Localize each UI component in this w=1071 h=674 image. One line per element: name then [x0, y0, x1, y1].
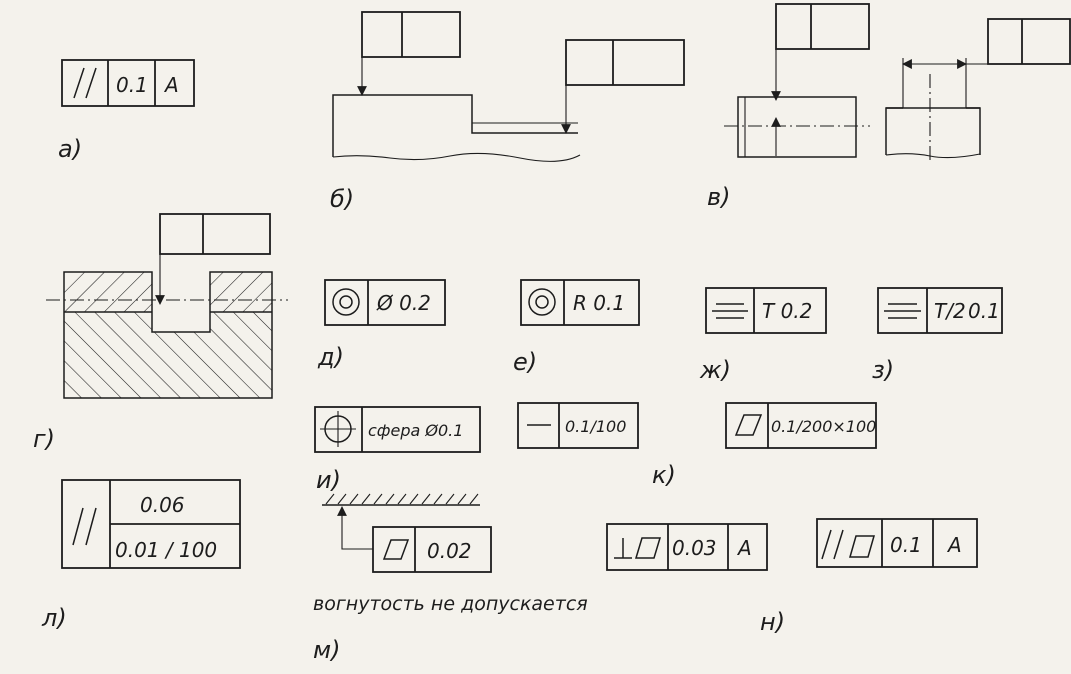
fig-zh: T 0.2 ж) [699, 287, 827, 384]
concentricity-icon [332, 288, 360, 316]
tolerance-frame-b2 [565, 39, 685, 86]
frame-d-value: Ø 0.2 [376, 291, 431, 315]
label-b: б) [330, 185, 354, 213]
fig-a: 0.1 A а) [58, 59, 195, 163]
fig-e: R 0.1 е) [513, 279, 640, 376]
frame-l-value-bottom: 0.01 / 100 [115, 538, 217, 562]
perpendicularity-icon [614, 538, 632, 559]
frame-m-value: 0.02 [427, 539, 472, 563]
label-n: н) [760, 608, 785, 636]
fig-n: 0.03 A 0.1 A н) [606, 518, 978, 636]
label-k: к) [652, 461, 676, 489]
label-v: в) [707, 183, 731, 211]
frame-i-value: сфера Ø0.1 [368, 421, 463, 440]
fig-l: 0.06 0.01 / 100 л) [41, 479, 241, 632]
tolerance-frame-e [520, 279, 640, 326]
tolerance-frame-d [324, 279, 446, 326]
label-zh: ж) [699, 356, 731, 384]
label-g: г) [33, 425, 55, 453]
fig-i: сфера Ø0.1 и) [314, 406, 481, 494]
label-e: е) [513, 348, 537, 376]
tolerance-frame-m [372, 526, 492, 573]
label-l: л) [41, 604, 67, 632]
fig-k: 0.1/100 0.1/200×100 к) [517, 402, 877, 489]
parallelism-icon [821, 529, 844, 560]
fig-z: T/2 0.1 з) [872, 287, 1003, 384]
frame-a-datum: A [163, 73, 179, 97]
label-d: д) [317, 343, 344, 371]
frame-n1-value: 0.03 [672, 536, 717, 560]
tolerance-frame-b1 [361, 11, 461, 58]
tolerance-frame-z [877, 287, 1003, 334]
label-i: и) [316, 466, 341, 494]
frame-n1-datum: A [736, 536, 752, 560]
concentricity-icon [528, 288, 556, 316]
frame-zh-value: T 0.2 [762, 299, 812, 323]
frame-n2-datum: A [946, 533, 962, 557]
tolerance-frame-n2 [816, 518, 978, 568]
flatness-icon [734, 414, 763, 436]
parallelism-icon [72, 507, 97, 546]
flatness-icon [382, 539, 410, 560]
tolerance-frame-v2 [987, 18, 1071, 65]
frame-z-prefix: T/2 [934, 299, 966, 323]
label-m: м) [313, 636, 340, 664]
flatness-icon [634, 537, 662, 559]
frame-e-value: R 0.1 [573, 291, 625, 315]
label-a: а) [58, 135, 82, 163]
flatness-icon [849, 535, 875, 558]
frame-k1-value: 0.1/100 [565, 417, 626, 436]
tolerance-frame-zh [705, 287, 827, 334]
symmetry-icon [712, 303, 748, 319]
frame-z-value: 0.1 [968, 299, 1000, 323]
fig-b: б) [330, 11, 685, 213]
tolerance-frame-n1 [606, 523, 768, 571]
fig-m: 0.02 вогнутость не допускается м) [313, 493, 588, 664]
frame-a-value: 0.1 [116, 73, 148, 97]
frame-n2-value: 0.1 [890, 533, 922, 557]
fig-g: г) [33, 213, 288, 453]
fig-d: Ø 0.2 д) [317, 279, 446, 371]
position-icon [320, 411, 356, 447]
frame-k2-value: 0.1/200×100 [771, 417, 876, 436]
frame-l-value-top: 0.06 [140, 493, 185, 517]
tolerance-frame-g [159, 213, 271, 255]
symmetry-icon [884, 303, 921, 319]
parallelism-icon [73, 67, 97, 99]
label-z: з) [872, 356, 894, 384]
tolerance-frame-i [314, 406, 481, 453]
tolerance-frame-k2 [725, 402, 877, 449]
tolerance-frame-a [61, 59, 195, 107]
tolerance-frame-k1 [517, 402, 639, 449]
fig-v: в) [707, 3, 1071, 211]
note-m: вогнутость не допускается [313, 593, 588, 615]
tolerance-frame-v1 [775, 3, 870, 50]
